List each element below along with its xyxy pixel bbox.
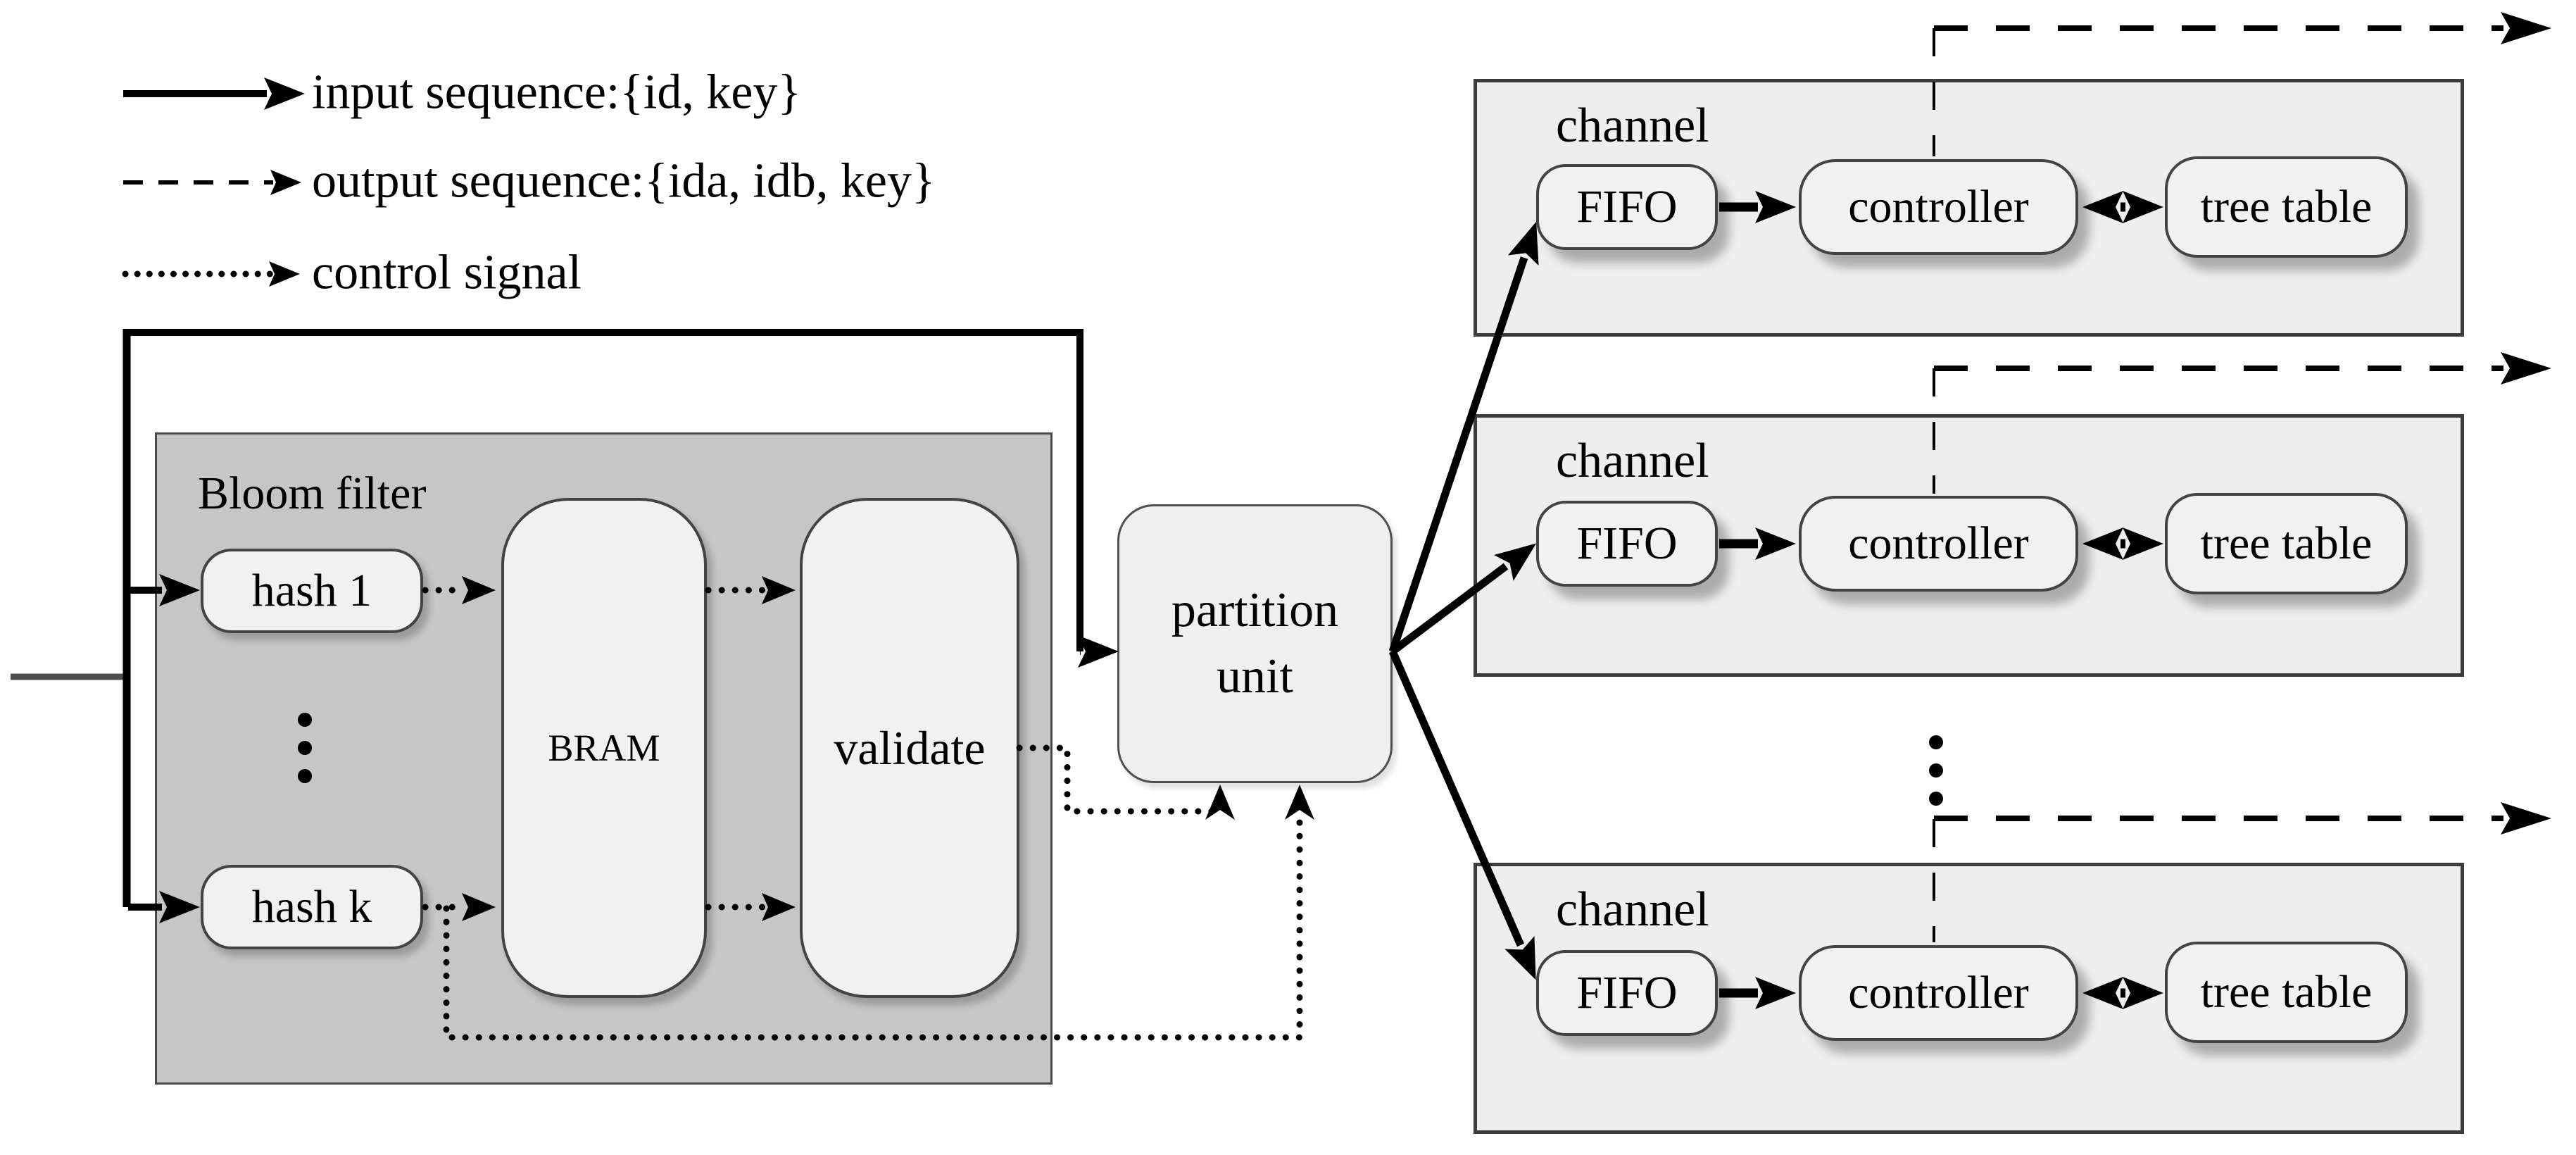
channel-1-tree-table: tree table xyxy=(2165,156,2408,258)
node-partition-unit: partition unit xyxy=(1117,504,1393,783)
partition-unit-label-line1: partition xyxy=(1171,583,1339,637)
channel-2-controller: controller xyxy=(1799,496,2078,592)
channel-2-tree-table: tree table xyxy=(2165,493,2408,594)
partition-unit-label-line2: unit xyxy=(1217,649,1293,704)
bloom-filter-title: Bloom filter xyxy=(198,468,427,519)
channel-1-fifo-label: FIFO xyxy=(1576,181,1678,232)
channel-1-title: channel xyxy=(1556,99,1709,153)
channel-ellipsis-icon xyxy=(1929,735,1943,806)
node-hash-k: hash k xyxy=(201,865,423,949)
ctrl-validate-arrowhead-icon xyxy=(1205,785,1235,820)
node-hash-k-label: hash k xyxy=(251,881,372,932)
channel-1-tree-table-label: tree table xyxy=(2200,181,2373,232)
channel-3-fifo-label: FIFO xyxy=(1576,967,1678,1018)
channel-3-tree-table-label: tree table xyxy=(2200,966,2373,1018)
node-hash1: hash 1 xyxy=(201,549,423,633)
legend-control-label: control signal xyxy=(312,245,582,300)
legend-input-label: input sequence:{id, key} xyxy=(312,65,802,120)
channel-3-controller: controller xyxy=(1799,945,2078,1041)
ctrl-hash-k-arrowhead-icon xyxy=(1285,785,1314,820)
channel-1-controller: controller xyxy=(1799,159,2078,255)
node-validate-label: validate xyxy=(834,720,986,775)
channel-3-fifo: FIFO xyxy=(1536,950,1718,1036)
channel-1-fifo: FIFO xyxy=(1536,164,1718,250)
channel-2-controller-label: controller xyxy=(1848,518,2029,569)
channel-3-tree-table: tree table xyxy=(2165,942,2408,1043)
channel-3-title: channel xyxy=(1556,882,1709,937)
channel-2-fifo-label: FIFO xyxy=(1576,518,1678,569)
channel-1-controller-label: controller xyxy=(1848,181,2029,232)
channel-2-title: channel xyxy=(1556,434,1709,488)
node-hash1-label: hash 1 xyxy=(251,565,372,616)
channel-2-fifo: FIFO xyxy=(1536,501,1718,587)
node-validate: validate xyxy=(800,498,1019,998)
legend-output-label: output sequence:{ida, idb, key} xyxy=(312,154,936,208)
node-bram-label: BRAM xyxy=(548,727,660,769)
node-bram: BRAM xyxy=(501,498,707,998)
channel-3-controller-label: controller xyxy=(1848,967,2029,1018)
channel-2-tree-table-label: tree table xyxy=(2200,518,2373,569)
